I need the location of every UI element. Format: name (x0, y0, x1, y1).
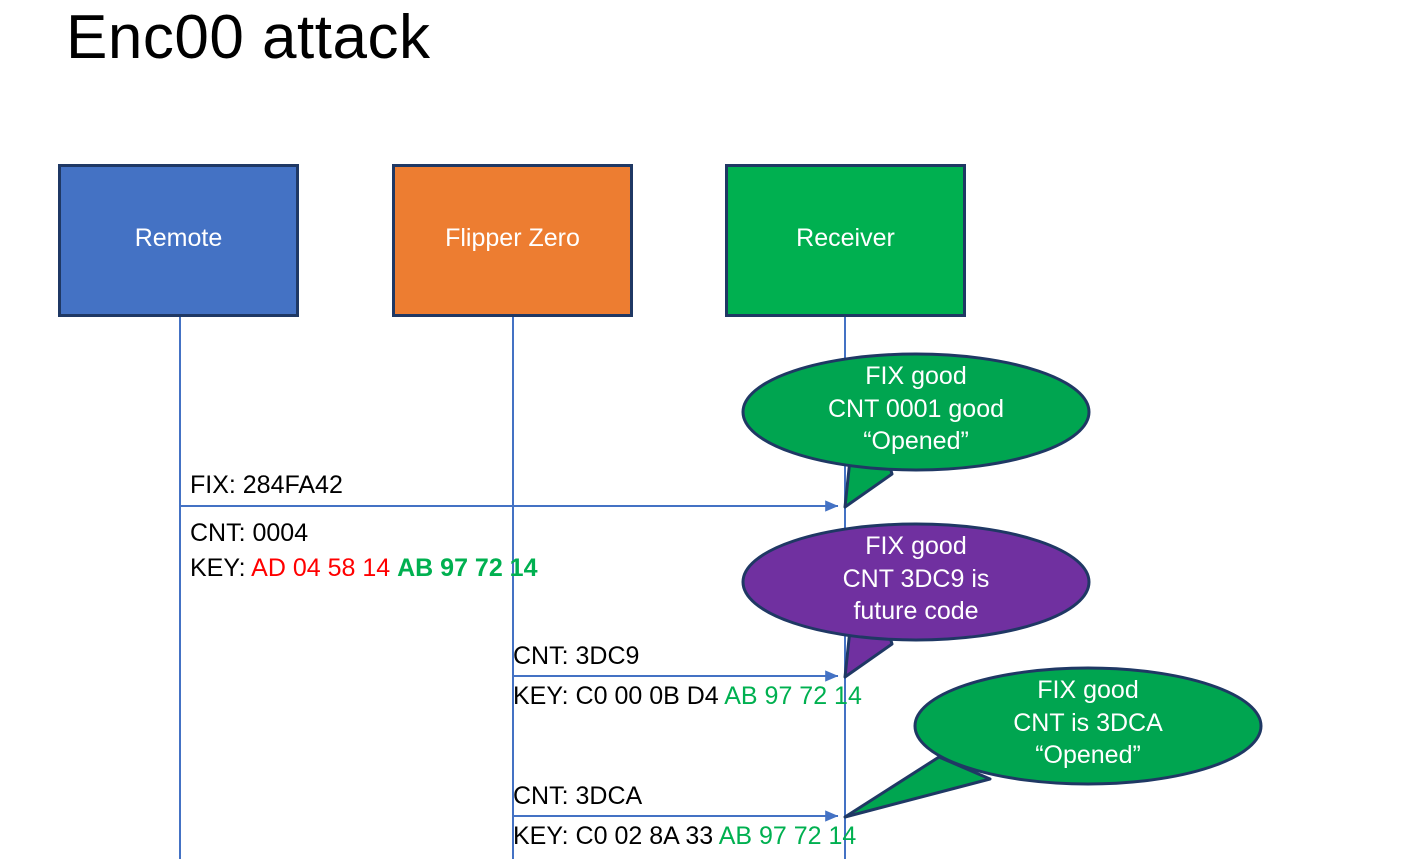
callout-1-line-1: FIX good (865, 362, 967, 390)
callout-bubble-2 (741, 522, 1091, 679)
callout-2-line-1: FIX good (865, 532, 967, 560)
message-1-key-line: KEY: AD 04 58 14 AB 97 72 14 (190, 556, 537, 581)
callout-1-text: FIX good CNT 0001 good “Opened” (743, 360, 1089, 458)
callout-bubble-3 (843, 666, 1263, 819)
message-1-fix-line: FIX: 284FA42 (190, 471, 343, 499)
actor-box-flipper-zero[interactable]: Flipper Zero (392, 164, 633, 317)
callout-1-line-2: CNT 0001 good (827, 394, 1005, 423)
message-3-key-green-bytes: AB 97 72 14 (718, 822, 857, 850)
message-2-key-line: KEY: C0 00 0B D4 AB 97 72 14 (513, 684, 862, 709)
message-2-key-prefix: KEY: C0 00 0B D4 (513, 682, 725, 710)
message-2-key-green-bytes: AB 97 72 14 (724, 682, 862, 710)
message-3-cnt-line: CNT: 3DCA (513, 782, 643, 810)
message-1-key-green-bytes: AB 97 72 14 (397, 554, 538, 582)
callout-2-line-2: CNT 3DC9 is (842, 564, 990, 593)
callout-1-line-3: “Opened” (863, 427, 969, 455)
message-3-key-line: KEY: C0 02 8A 33 AB 97 72 14 (513, 824, 856, 849)
actor-label-remote: Remote (134, 224, 223, 252)
callout-2-text: FIX good CNT 3DC9 is future code (743, 530, 1089, 628)
actor-box-remote[interactable]: Remote (58, 164, 299, 317)
message-2-cnt-line: CNT: 3DC9 (513, 642, 640, 670)
actor-label-flipper-zero: Flipper Zero (445, 224, 580, 252)
actor-label-receiver: Receiver (796, 224, 895, 252)
callout-3-line-3: “Opened” (1035, 741, 1141, 769)
message-1-key-prefix: KEY: (190, 554, 252, 582)
message-1-key-red-bytes: AD 04 58 14 (251, 554, 398, 582)
message-1-cnt-line: CNT: 0004 (190, 519, 309, 547)
callout-bubble-1 (741, 352, 1091, 509)
callout-3-line-1: FIX good (1037, 676, 1139, 704)
callout-2-line-3: future code (853, 597, 979, 625)
actor-box-receiver[interactable]: Receiver (725, 164, 966, 317)
page-title: Enc00 attack (66, 3, 431, 72)
callout-3-text: FIX good CNT is 3DCA “Opened” (915, 674, 1261, 772)
message-3-key-prefix: KEY: C0 02 8A 33 (513, 822, 719, 850)
callout-3-line-2: CNT is 3DCA (1013, 708, 1163, 737)
